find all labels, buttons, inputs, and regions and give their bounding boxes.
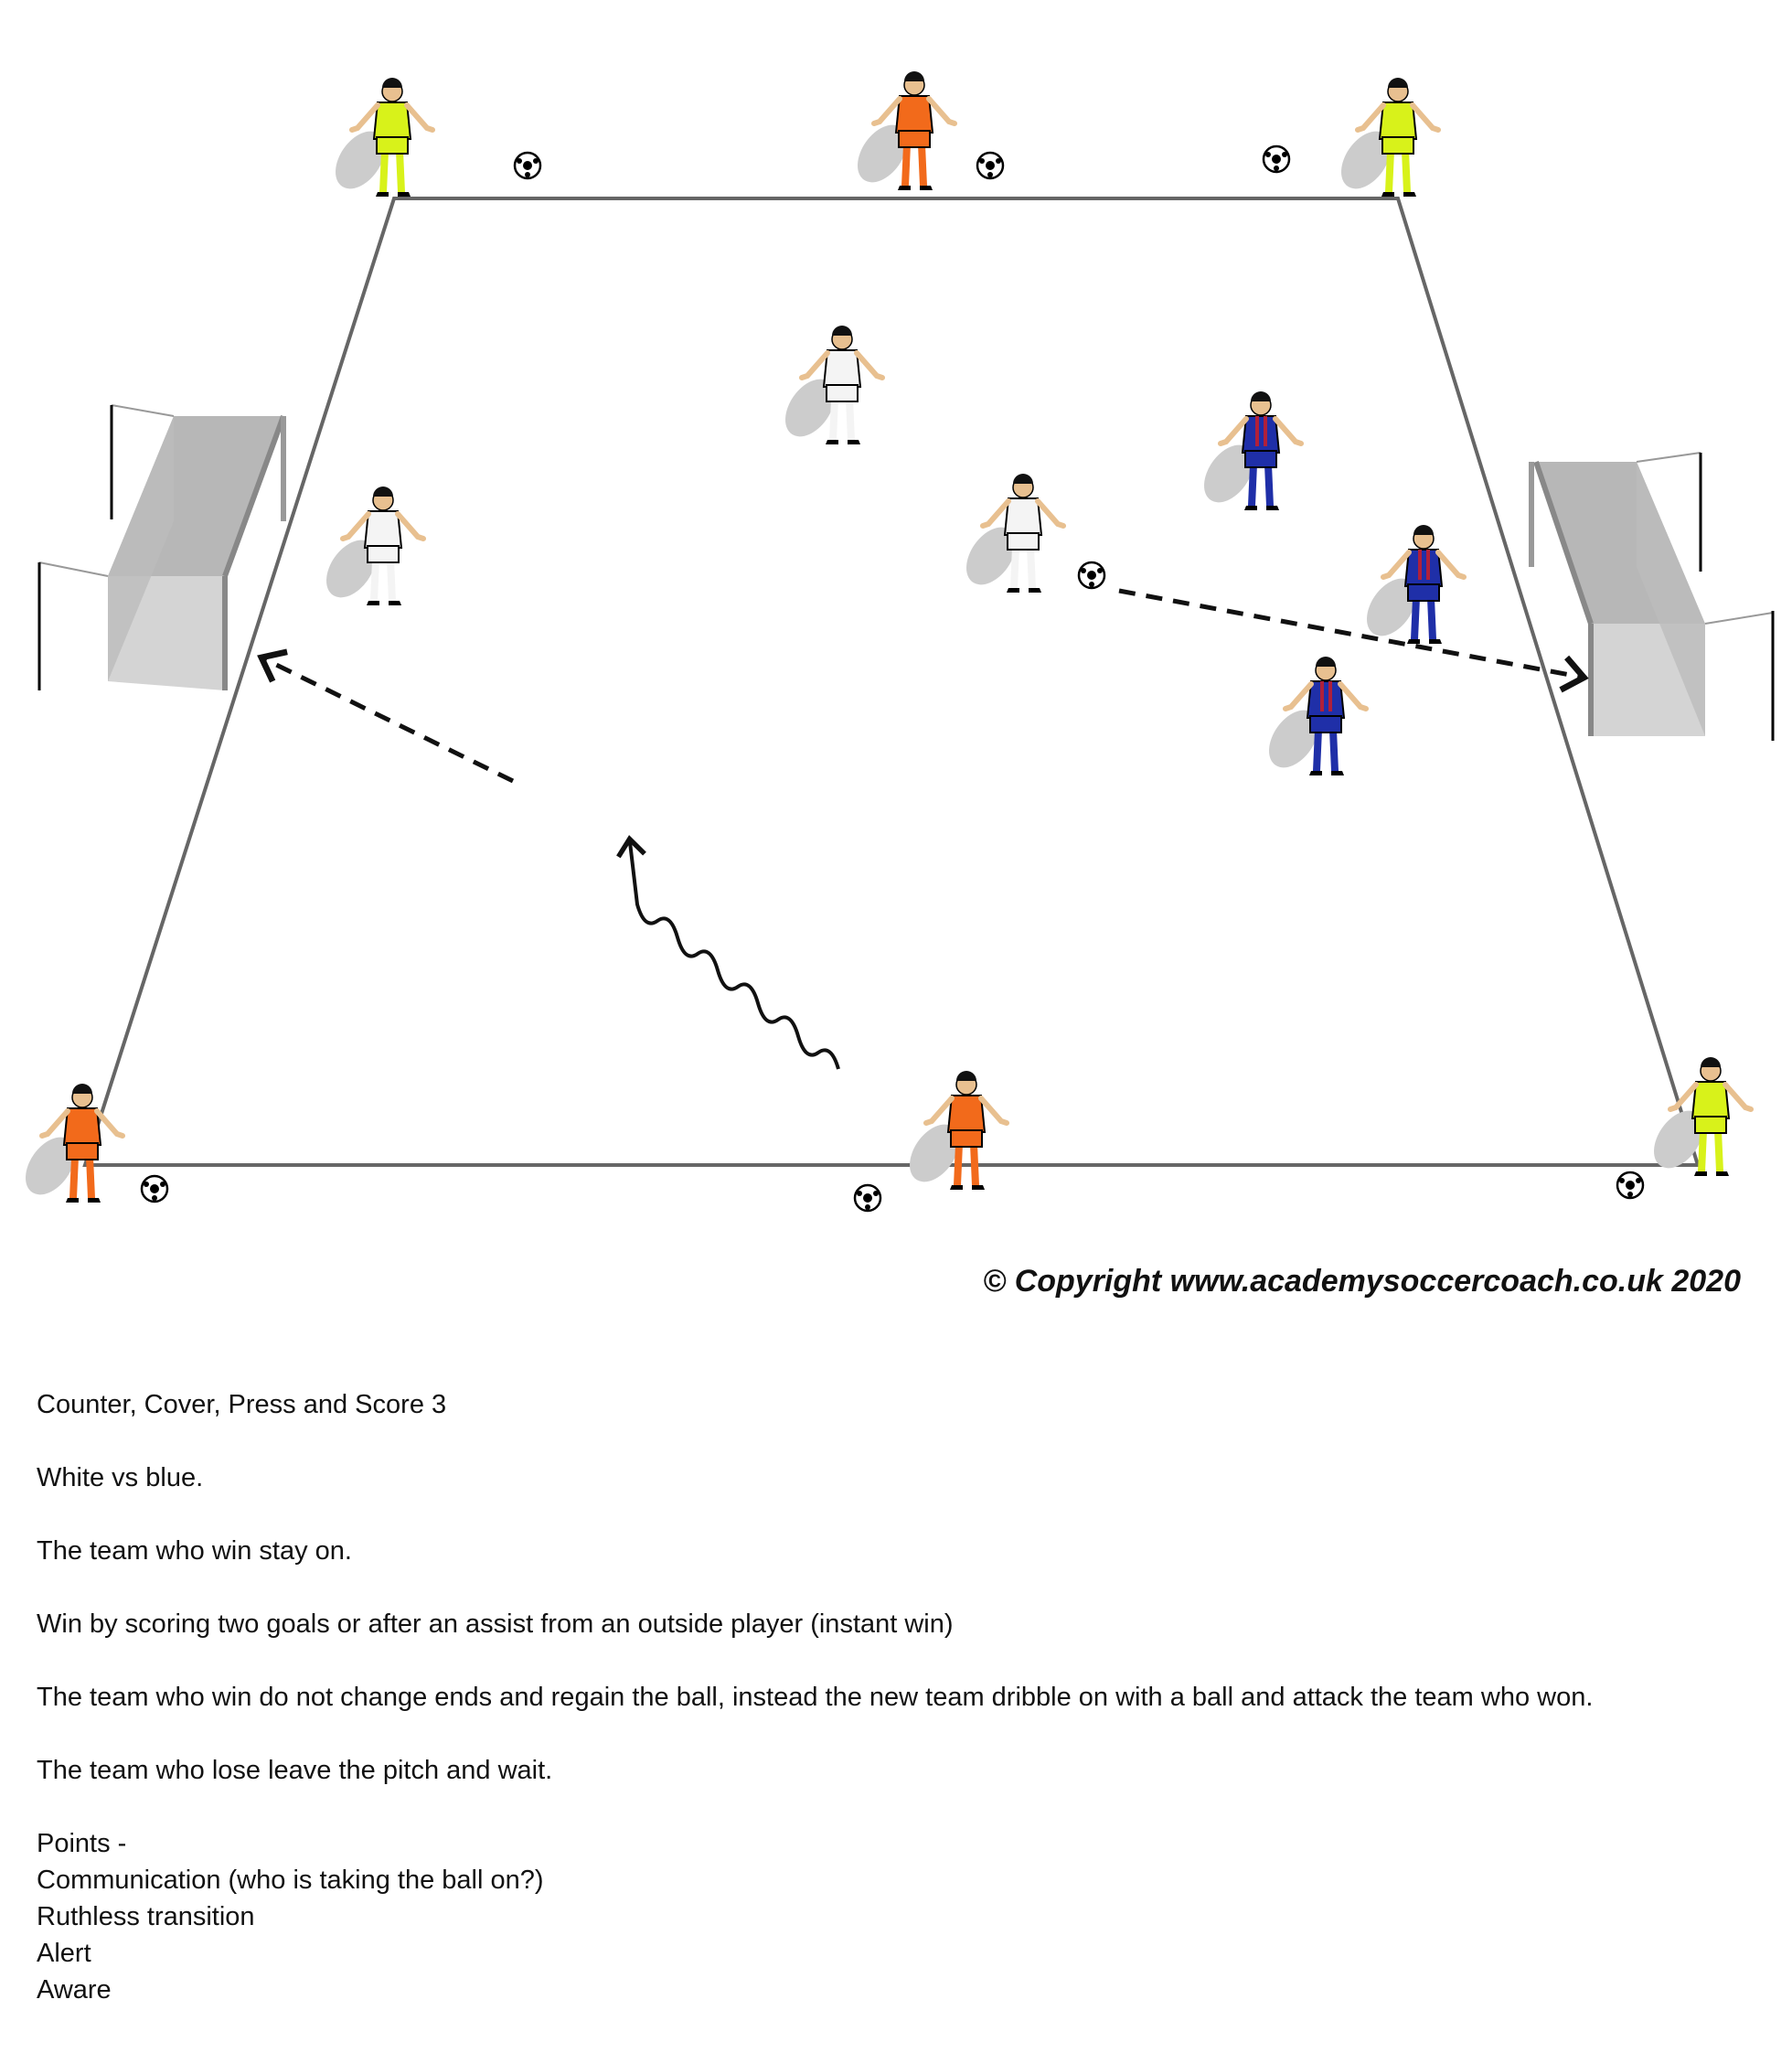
ball-icon <box>140 1174 169 1203</box>
drill-diagram <box>26 71 1775 1213</box>
white-player <box>966 474 1066 593</box>
paragraph: Win by scoring two goals or after an ass… <box>37 1609 954 1639</box>
dribble-arrow <box>616 835 840 1070</box>
drill-description: Counter, Cover, Press and Score 3 White … <box>37 1386 1774 2008</box>
yellow-player <box>1654 1057 1754 1176</box>
paragraph: The team who lose leave the pitch and wa… <box>37 1756 553 1785</box>
ball-icon <box>513 151 542 180</box>
right-goal <box>1529 452 1775 741</box>
paragraph: The team who win do not change ends and … <box>37 1683 1594 1712</box>
coaching-points: Points - Communication (who is taking th… <box>37 1825 1774 2008</box>
ball-icon <box>1616 1171 1645 1200</box>
drill-title: Counter, Cover, Press and Score 3 <box>37 1390 447 1419</box>
yellow-player <box>336 78 435 197</box>
ball-icon <box>976 151 1005 180</box>
ball-icon <box>853 1183 882 1213</box>
pass-arrow-left <box>257 648 515 784</box>
pass-arrow-right <box>1118 588 1589 693</box>
paragraph: The team who win stay on. <box>37 1536 352 1566</box>
points-heading: Points - <box>37 1829 127 1858</box>
pitch-outline <box>82 197 1701 1167</box>
point-item: Communication (who is taking the ball on… <box>37 1866 544 1895</box>
yellow-player <box>1341 78 1441 197</box>
orange-player <box>858 71 957 190</box>
ball-icon <box>1077 561 1106 590</box>
orange-player <box>26 1084 125 1203</box>
point-item: Alert <box>37 1939 91 1968</box>
blue-player <box>1204 391 1304 510</box>
copyright-notice: © Copyright www.academysoccercoach.co.uk… <box>983 1264 1741 1299</box>
left-goal <box>37 404 286 690</box>
white-player <box>326 487 426 605</box>
blue-player <box>1269 657 1369 775</box>
paragraph: White vs blue. <box>37 1463 204 1492</box>
point-item: Aware <box>37 1975 112 2005</box>
ball-icon <box>1262 144 1291 174</box>
point-item: Ruthless transition <box>37 1902 255 1931</box>
white-player <box>785 326 885 444</box>
orange-player <box>910 1071 1009 1190</box>
blue-player <box>1367 525 1467 644</box>
